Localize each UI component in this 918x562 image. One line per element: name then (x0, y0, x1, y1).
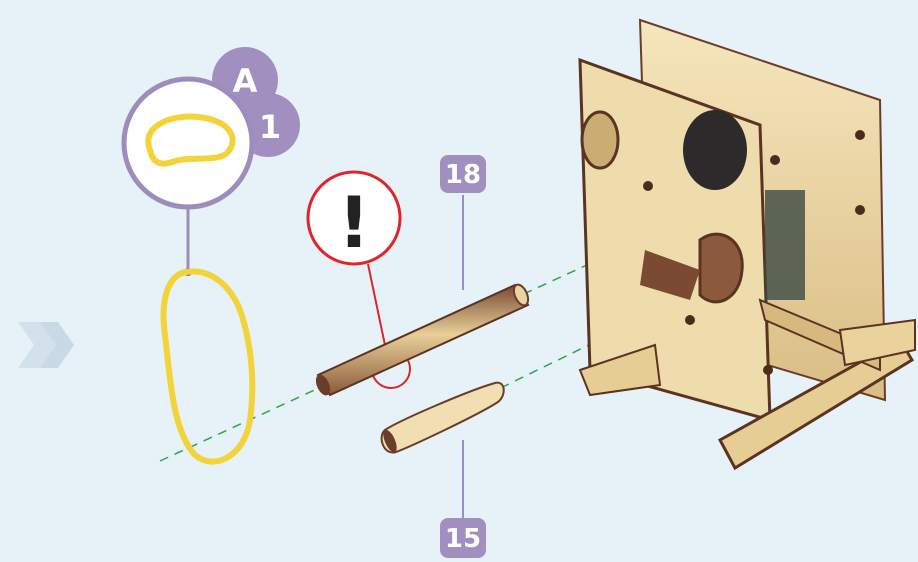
step-letter: A (233, 62, 258, 100)
next-step-chevron-icon (18, 322, 74, 368)
part-label-18: 18 (440, 155, 486, 193)
rubber-band-icon (145, 113, 236, 167)
rubber-band-callout (121, 76, 255, 276)
short-dowel (380, 381, 505, 454)
warning-icon: ! (338, 182, 370, 264)
rubber-band (160, 268, 256, 465)
part-label-15-text: 15 (445, 524, 481, 554)
wooden-frame-assembly (578, 18, 916, 471)
long-dowel (315, 283, 530, 397)
part-label-18-text: 18 (445, 160, 481, 190)
part-label-15: 15 (440, 518, 486, 558)
warning-callout: ! (306, 170, 411, 389)
step-number: 1 (259, 108, 281, 146)
